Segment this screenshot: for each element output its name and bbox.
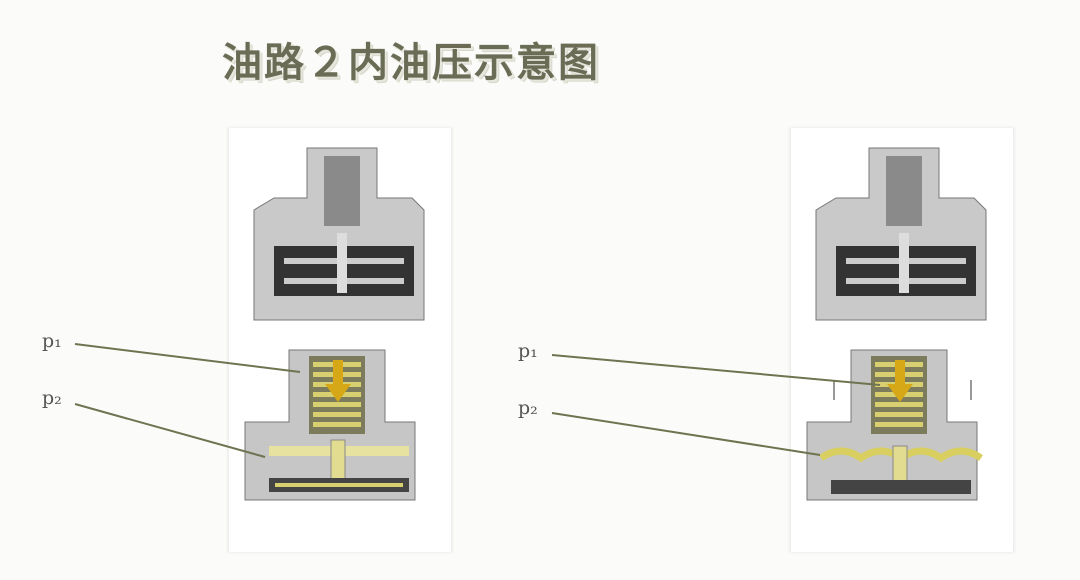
valve-upper-section bbox=[815, 147, 987, 321]
p2-label-right: p₂ bbox=[518, 397, 538, 419]
valve-diagram-right bbox=[790, 128, 1014, 552]
p2-label-left: p₂ bbox=[42, 387, 62, 409]
diagram-title: 油路２内油压示意图 bbox=[222, 40, 600, 86]
p1-label-right: p₁ bbox=[518, 340, 538, 362]
pressure-arrow bbox=[887, 360, 913, 402]
valve-lower-section bbox=[244, 349, 416, 501]
p1-label-left: p₁ bbox=[42, 330, 62, 352]
valve-cross-section-left bbox=[244, 147, 425, 501]
pressure-arrow bbox=[325, 360, 351, 402]
valve-diagram-left bbox=[228, 128, 452, 552]
valve-lower-section bbox=[806, 349, 984, 501]
valve-cross-section-right bbox=[806, 147, 987, 501]
valve-upper-section bbox=[253, 147, 425, 321]
